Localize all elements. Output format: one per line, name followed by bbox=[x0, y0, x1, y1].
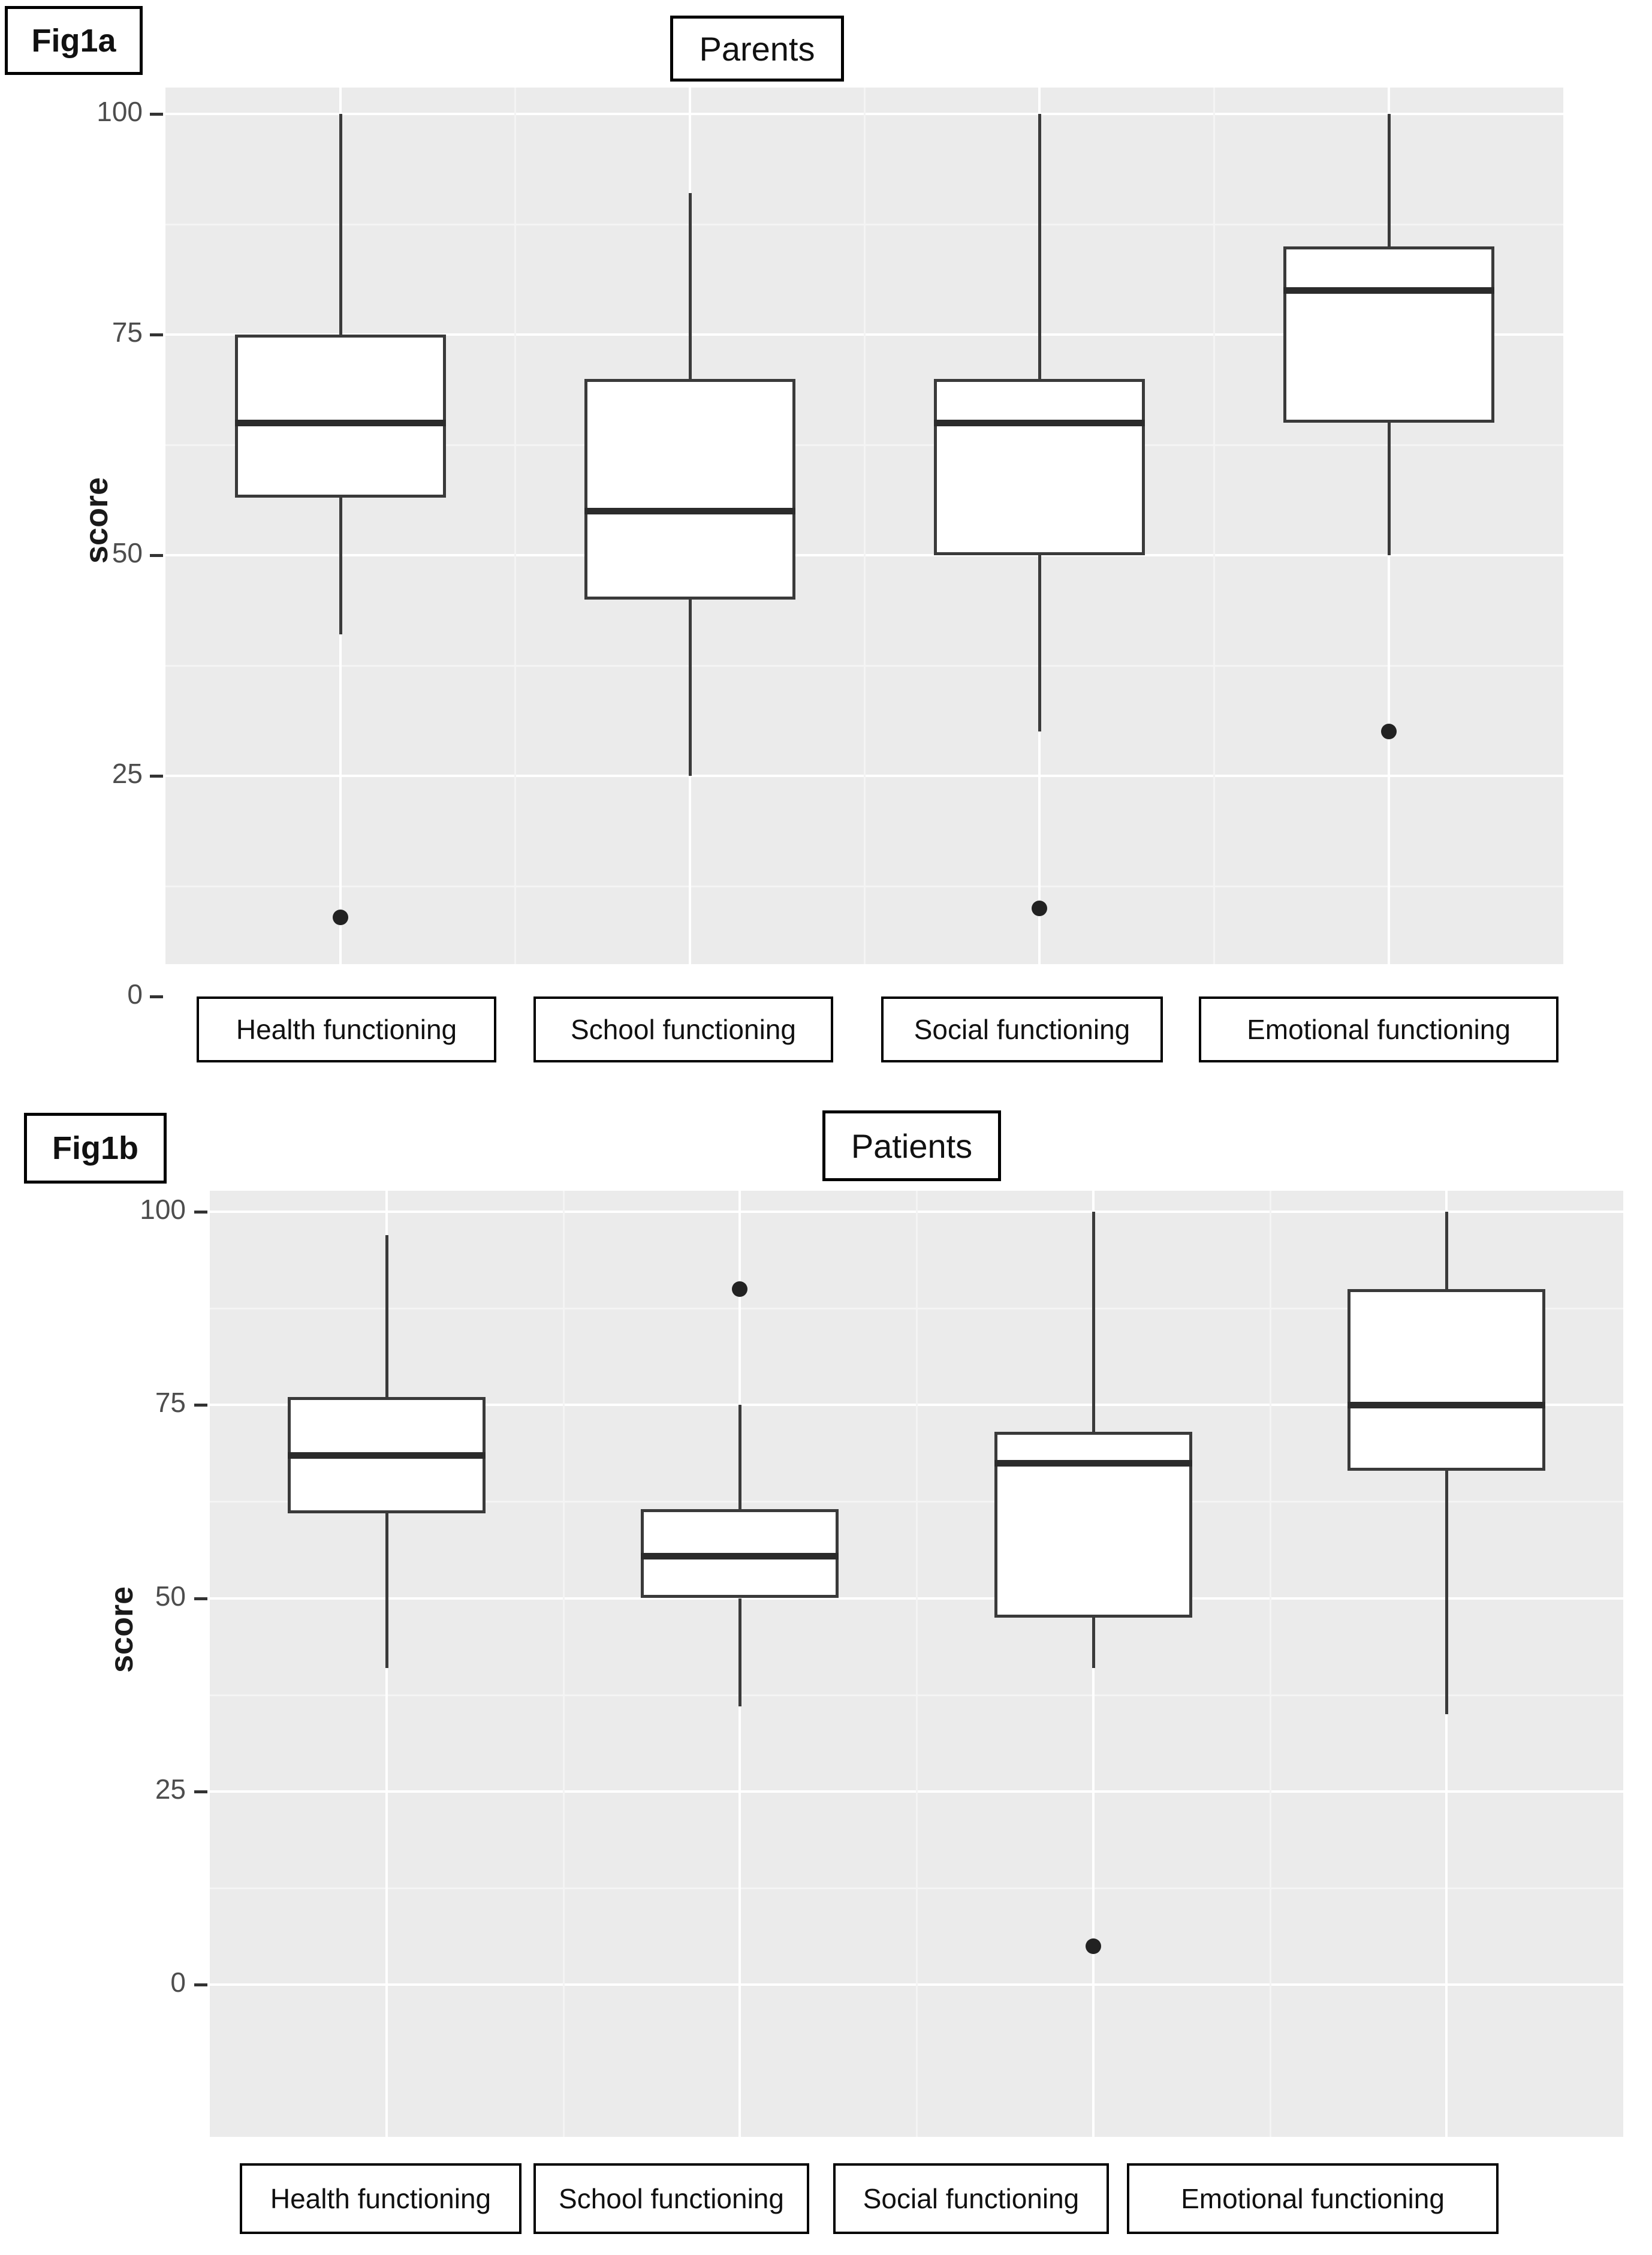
boxplot-box bbox=[584, 378, 795, 600]
x-axis-category-label: Health functioning bbox=[240, 2163, 521, 2234]
boxplot-whisker-lower bbox=[385, 1513, 388, 1668]
boxplot-whisker-lower bbox=[688, 599, 692, 776]
y-tick-label: 0 bbox=[127, 979, 143, 1010]
gridline-vertical-minor bbox=[864, 88, 866, 964]
boxplot-whisker-lower bbox=[738, 1598, 742, 1706]
y-tick-mark bbox=[194, 1404, 207, 1407]
boxplot-box bbox=[1347, 1288, 1546, 1471]
boxplot-outlier-point bbox=[732, 1281, 748, 1297]
boxplot-outlier-point bbox=[1031, 900, 1047, 916]
y-tick-label: 50 bbox=[111, 537, 143, 568]
gridline-vertical-minor bbox=[1213, 88, 1215, 964]
x-axis-category-label: Emotional functioning bbox=[1127, 2163, 1499, 2234]
y-tick-label: 0 bbox=[170, 1967, 186, 1998]
panel-title-b-label: Patients bbox=[851, 1127, 973, 1165]
gridline-vertical-minor bbox=[1269, 1191, 1271, 2137]
boxplot-median-line bbox=[1347, 1402, 1546, 1409]
boxplot-whisker-upper bbox=[688, 193, 692, 379]
y-tick-mark bbox=[150, 333, 163, 336]
panel-title-b: Patients bbox=[822, 1110, 1001, 1181]
x-axis-category-label: Social functioning bbox=[881, 996, 1163, 1062]
boxplot-median-line bbox=[584, 508, 795, 515]
y-tick-mark bbox=[194, 1211, 207, 1214]
y-tick-label: 100 bbox=[140, 1194, 186, 1225]
boxplot-whisker-upper bbox=[339, 114, 342, 335]
boxplot-box bbox=[1283, 246, 1494, 423]
boxplot-whisker-lower bbox=[1038, 555, 1041, 732]
panel-title-a: Parents bbox=[670, 16, 844, 82]
plot-panel-parents bbox=[165, 88, 1563, 998]
y-tick-label: 50 bbox=[155, 1580, 186, 1612]
y-tick-label: 25 bbox=[111, 758, 143, 789]
boxplot-whisker-upper bbox=[738, 1405, 742, 1510]
gridline-vertical-minor bbox=[562, 1191, 565, 2137]
y-tick-label: 25 bbox=[155, 1773, 186, 1805]
x-axis-category-label: School functioning bbox=[533, 2163, 809, 2234]
gridline-major bbox=[165, 995, 1563, 998]
gridline-vertical-minor bbox=[916, 1191, 918, 2137]
y-tick-mark bbox=[194, 1790, 207, 1793]
figure-tag-b: Fig1b bbox=[24, 1113, 167, 1184]
y-tick-mark bbox=[150, 775, 163, 778]
boxplot-whisker-upper bbox=[1445, 1212, 1449, 1289]
boxplot-median-line bbox=[287, 1452, 486, 1459]
boxplot-whisker-lower bbox=[1445, 1470, 1449, 1714]
boxplot-median-line bbox=[1283, 287, 1494, 294]
boxplot-whisker-lower bbox=[1387, 423, 1391, 555]
boxplot-box bbox=[234, 335, 446, 498]
boxplot-median-line bbox=[641, 1552, 839, 1559]
x-axis-category-label: Emotional functioning bbox=[1199, 996, 1558, 1062]
y-tick-mark bbox=[150, 113, 163, 116]
boxplot-median-line bbox=[994, 1459, 1192, 1467]
boxplot-median-line bbox=[234, 420, 446, 427]
y-tick-label: 100 bbox=[97, 96, 143, 127]
x-axis-category-label: School functioning bbox=[533, 996, 833, 1062]
x-axis-category-label: Health functioning bbox=[197, 996, 496, 1062]
boxplot-whisker-lower bbox=[339, 498, 342, 635]
x-axis-category-label: Social functioning bbox=[833, 2163, 1109, 2234]
boxplot-whisker-upper bbox=[1092, 1212, 1095, 1432]
boxplot-outlier-point bbox=[1380, 724, 1397, 740]
y-tick-mark bbox=[150, 995, 163, 998]
boxplot-whisker-lower bbox=[1092, 1617, 1095, 1668]
figure-tag-a-label: Fig1a bbox=[31, 22, 116, 59]
boxplot-outlier-point bbox=[1085, 1938, 1101, 1954]
panel-title-a-label: Parents bbox=[699, 29, 815, 68]
y-tick-label: 75 bbox=[155, 1387, 186, 1419]
boxplot-median-line bbox=[933, 420, 1145, 427]
boxplot-box bbox=[933, 378, 1145, 555]
boxplot-whisker-upper bbox=[385, 1235, 388, 1398]
gridline-vertical-minor bbox=[514, 88, 516, 964]
figure-tag-a: Fig1a bbox=[5, 6, 143, 75]
y-tick-mark bbox=[150, 554, 163, 557]
boxplot-whisker-upper bbox=[1387, 114, 1391, 246]
y-tick-mark bbox=[194, 1597, 207, 1600]
y-tick-mark bbox=[194, 1983, 207, 1986]
boxplot-whisker-upper bbox=[1038, 114, 1041, 379]
figure-tag-b-label: Fig1b bbox=[52, 1130, 138, 1166]
boxplot-outlier-point bbox=[332, 909, 348, 925]
y-tick-label: 75 bbox=[111, 317, 143, 348]
